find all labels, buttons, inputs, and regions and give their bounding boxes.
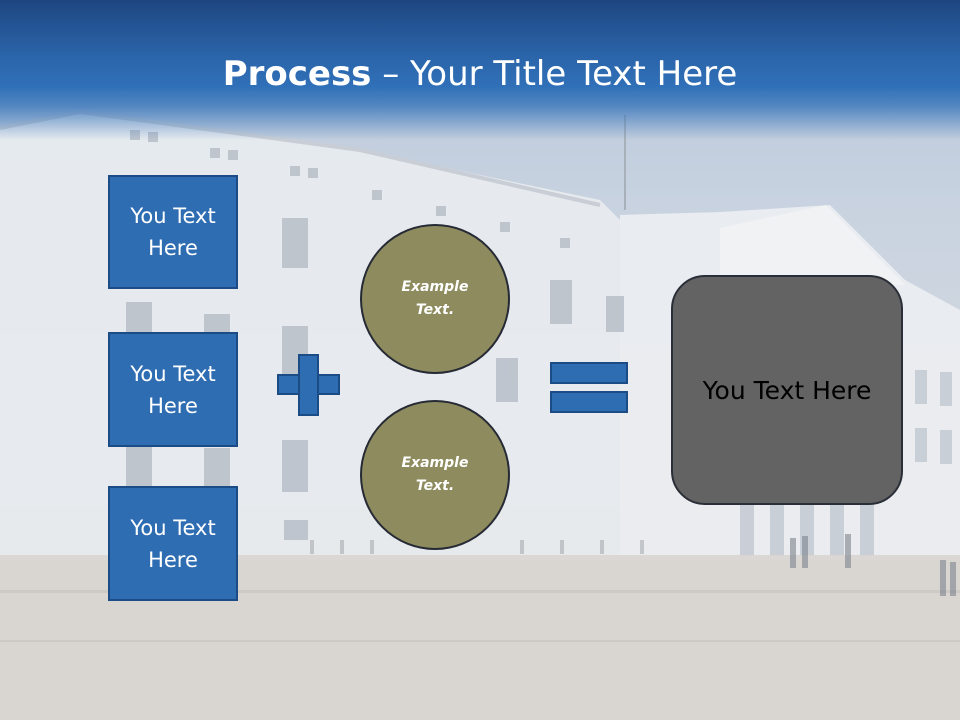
text-box-1-label: You Text Here	[130, 204, 216, 260]
example-circle-2-label: Example Text.	[401, 455, 469, 494]
equals-sign-top-bar	[550, 362, 628, 384]
result-box[interactable]: You Text Here	[671, 275, 903, 505]
text-box-2[interactable]: You Text Here	[108, 332, 238, 447]
title-bold-text: Process	[222, 54, 372, 94]
example-circle-2[interactable]: Example Text.	[360, 400, 510, 550]
example-circle-1-label: Example Text.	[401, 279, 469, 318]
example-circle-1[interactable]: Example Text.	[360, 224, 510, 374]
title-band	[0, 0, 960, 140]
text-box-3-label: You Text Here	[130, 515, 216, 572]
text-box-1[interactable]: You Text Here	[108, 175, 238, 289]
text-box-3[interactable]: You Text Here	[108, 486, 238, 601]
result-box-label: You Text Here	[702, 375, 872, 405]
title-rest-text: – Your Title Text Here	[371, 54, 738, 94]
equals-sign-bottom-bar	[550, 391, 628, 413]
slide-title: Process – Your Title Text Here	[0, 54, 960, 94]
text-box-2-label: You Text Here	[130, 361, 216, 418]
plus-sign-center	[300, 376, 317, 393]
